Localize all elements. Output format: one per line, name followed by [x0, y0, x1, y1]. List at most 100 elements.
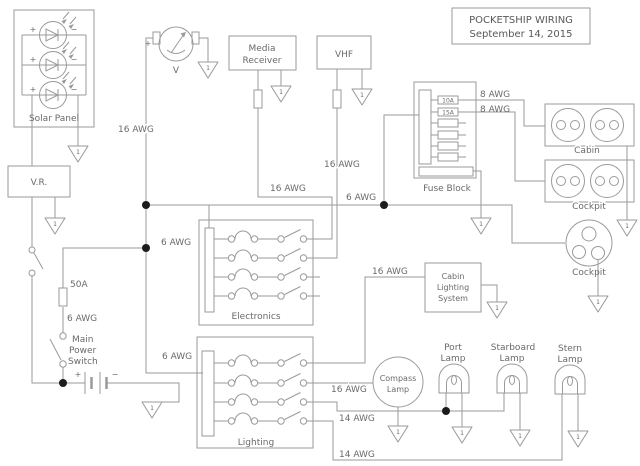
- ground-symbol: [351, 88, 373, 106]
- needle-icon: [180, 32, 186, 38]
- wire-voltmeter-pos: [145, 37, 153, 205]
- inline-fuse: [253, 89, 263, 109]
- media-label: Media: [248, 44, 275, 54]
- polarity-minus: −: [71, 55, 78, 64]
- wire-gauge-labels: 16 AWG 16 AWG 16 AWG 6 AWG 6 AWG 6 AWG 6…: [67, 90, 510, 462]
- starboard-lamp-label: Starboard: [491, 343, 535, 353]
- wire-solar: [21, 34, 87, 166]
- switch-row: [213, 286, 315, 300]
- gauge-label: 16 AWG: [324, 160, 360, 170]
- main-power-switch: 50A Main Power Switch: [49, 280, 98, 368]
- battery-minus: −: [112, 370, 119, 379]
- title-block: POCKETSHIP WIRING September 14, 2015: [451, 7, 591, 45]
- wire-14awg-nav: [313, 393, 505, 412]
- polarity-minus: −: [71, 85, 78, 94]
- gauge-label: 8 AWG: [480, 105, 510, 115]
- ground-symbol: [197, 61, 219, 79]
- lamp-symbol: [554, 364, 586, 395]
- polarity-plus: +: [30, 85, 37, 94]
- wire-vr-switch: [31, 197, 85, 384]
- solar-panel-label: Solar Panel: [29, 114, 79, 124]
- wire-8awg-cabin: [458, 99, 545, 127]
- gauge-label: 16 AWG: [331, 385, 367, 395]
- gauge-label: 16 AWG: [372, 267, 408, 277]
- polarity-plus: +: [145, 39, 152, 48]
- wire-8awg-cockpit: [458, 111, 545, 182]
- ground-symbol: [451, 426, 473, 444]
- diagram-title: POCKETSHIP WIRING: [469, 15, 573, 26]
- gauge-label: 6 AWG: [346, 193, 376, 203]
- main-switch-label: Main: [72, 335, 94, 345]
- vr-disconnect-switch: [28, 246, 44, 277]
- compass-lamp-label: Compass: [380, 374, 417, 383]
- vhf-label: VHF: [335, 50, 353, 60]
- gauge-label: 8 AWG: [480, 90, 510, 100]
- junction-dots: [59, 201, 450, 415]
- diagram-date: September 14, 2015: [470, 29, 573, 40]
- inline-fuse: [332, 89, 342, 109]
- vr-label: V.R.: [31, 178, 48, 188]
- junction-dot: [142, 201, 150, 209]
- cockpit-connector-label: Cockpit: [572, 268, 606, 278]
- cockpit-connector: Cockpit: [565, 219, 613, 278]
- lighting-label: Lighting: [238, 438, 274, 448]
- ground-symbol: [509, 429, 531, 447]
- switch-row: [213, 267, 315, 281]
- ground-symbol: [270, 85, 292, 103]
- switch-row: [213, 392, 315, 406]
- fuse-50a: [58, 287, 68, 307]
- compass-lamp: Compass Lamp: [372, 356, 424, 408]
- switch-row: [213, 411, 315, 425]
- wire-cls-gnd: [481, 284, 498, 302]
- vhf-radio: VHF: [316, 35, 372, 109]
- cabin-lighting-system: Cabin Lighting System: [424, 262, 482, 313]
- electronics-panel: Electronics: [198, 219, 320, 326]
- solar-panel: + − + − + − Solar Panel: [13, 9, 95, 128]
- junction-dot: [59, 379, 67, 387]
- main-switch-label: Switch: [68, 357, 98, 367]
- battery-plus: +: [75, 370, 82, 379]
- media-receiver: Media Receiver: [228, 35, 297, 109]
- ground-symbol: [67, 145, 89, 163]
- gauge-label: 6 AWG: [162, 352, 192, 362]
- junction-dot: [442, 407, 450, 415]
- ground-symbol: [587, 295, 609, 313]
- cockpit-outlets-label: Cockpit: [572, 202, 606, 212]
- polarity-plus: +: [30, 25, 37, 34]
- power-outlet: [590, 108, 624, 142]
- ground-symbol: [567, 430, 589, 448]
- stern-lamp-label: Stern: [558, 344, 582, 354]
- wire-voltmeter-gnd: [199, 37, 209, 62]
- cabin-outlets-label: Cabin: [574, 146, 600, 156]
- wires: [21, 34, 628, 461]
- ground-symbol: [387, 425, 409, 443]
- voltmeter: + V: [145, 26, 200, 76]
- power-outlet: [590, 164, 624, 198]
- gauge-label: 16 AWG: [118, 125, 154, 135]
- starboard-lamp: Starboard Lamp: [491, 343, 535, 394]
- port-lamp: Port Lamp: [438, 343, 470, 394]
- media-label: Receiver: [243, 56, 282, 66]
- cockpit-outlets: Cockpit: [544, 159, 635, 214]
- port-lamp-label: Lamp: [440, 354, 465, 364]
- electronics-label: Electronics: [231, 312, 280, 322]
- voltmeter-label: V: [173, 66, 180, 76]
- cls-label: System: [438, 294, 468, 303]
- wire-lighting-feed: [145, 248, 203, 374]
- switch-row: [213, 229, 315, 243]
- port-lamp-label: Port: [444, 343, 462, 353]
- ground-symbol: [470, 217, 492, 235]
- wire-battery-neg: [107, 382, 180, 403]
- gauge-label: 6 AWG: [161, 238, 191, 248]
- junction-dot: [380, 201, 388, 209]
- compass-lamp-label: Lamp: [387, 385, 409, 394]
- gauge-label: 16 AWG: [270, 184, 306, 194]
- wire-fuseblock-feed: [383, 114, 419, 205]
- fuse-50a-label: 50A: [70, 280, 88, 290]
- battery: + −: [75, 370, 119, 394]
- cabin-outlets: Cabin: [544, 103, 635, 158]
- wire-main-bus: [146, 204, 565, 244]
- starboard-lamp-label: Lamp: [499, 354, 524, 364]
- ground-symbol: [141, 401, 163, 419]
